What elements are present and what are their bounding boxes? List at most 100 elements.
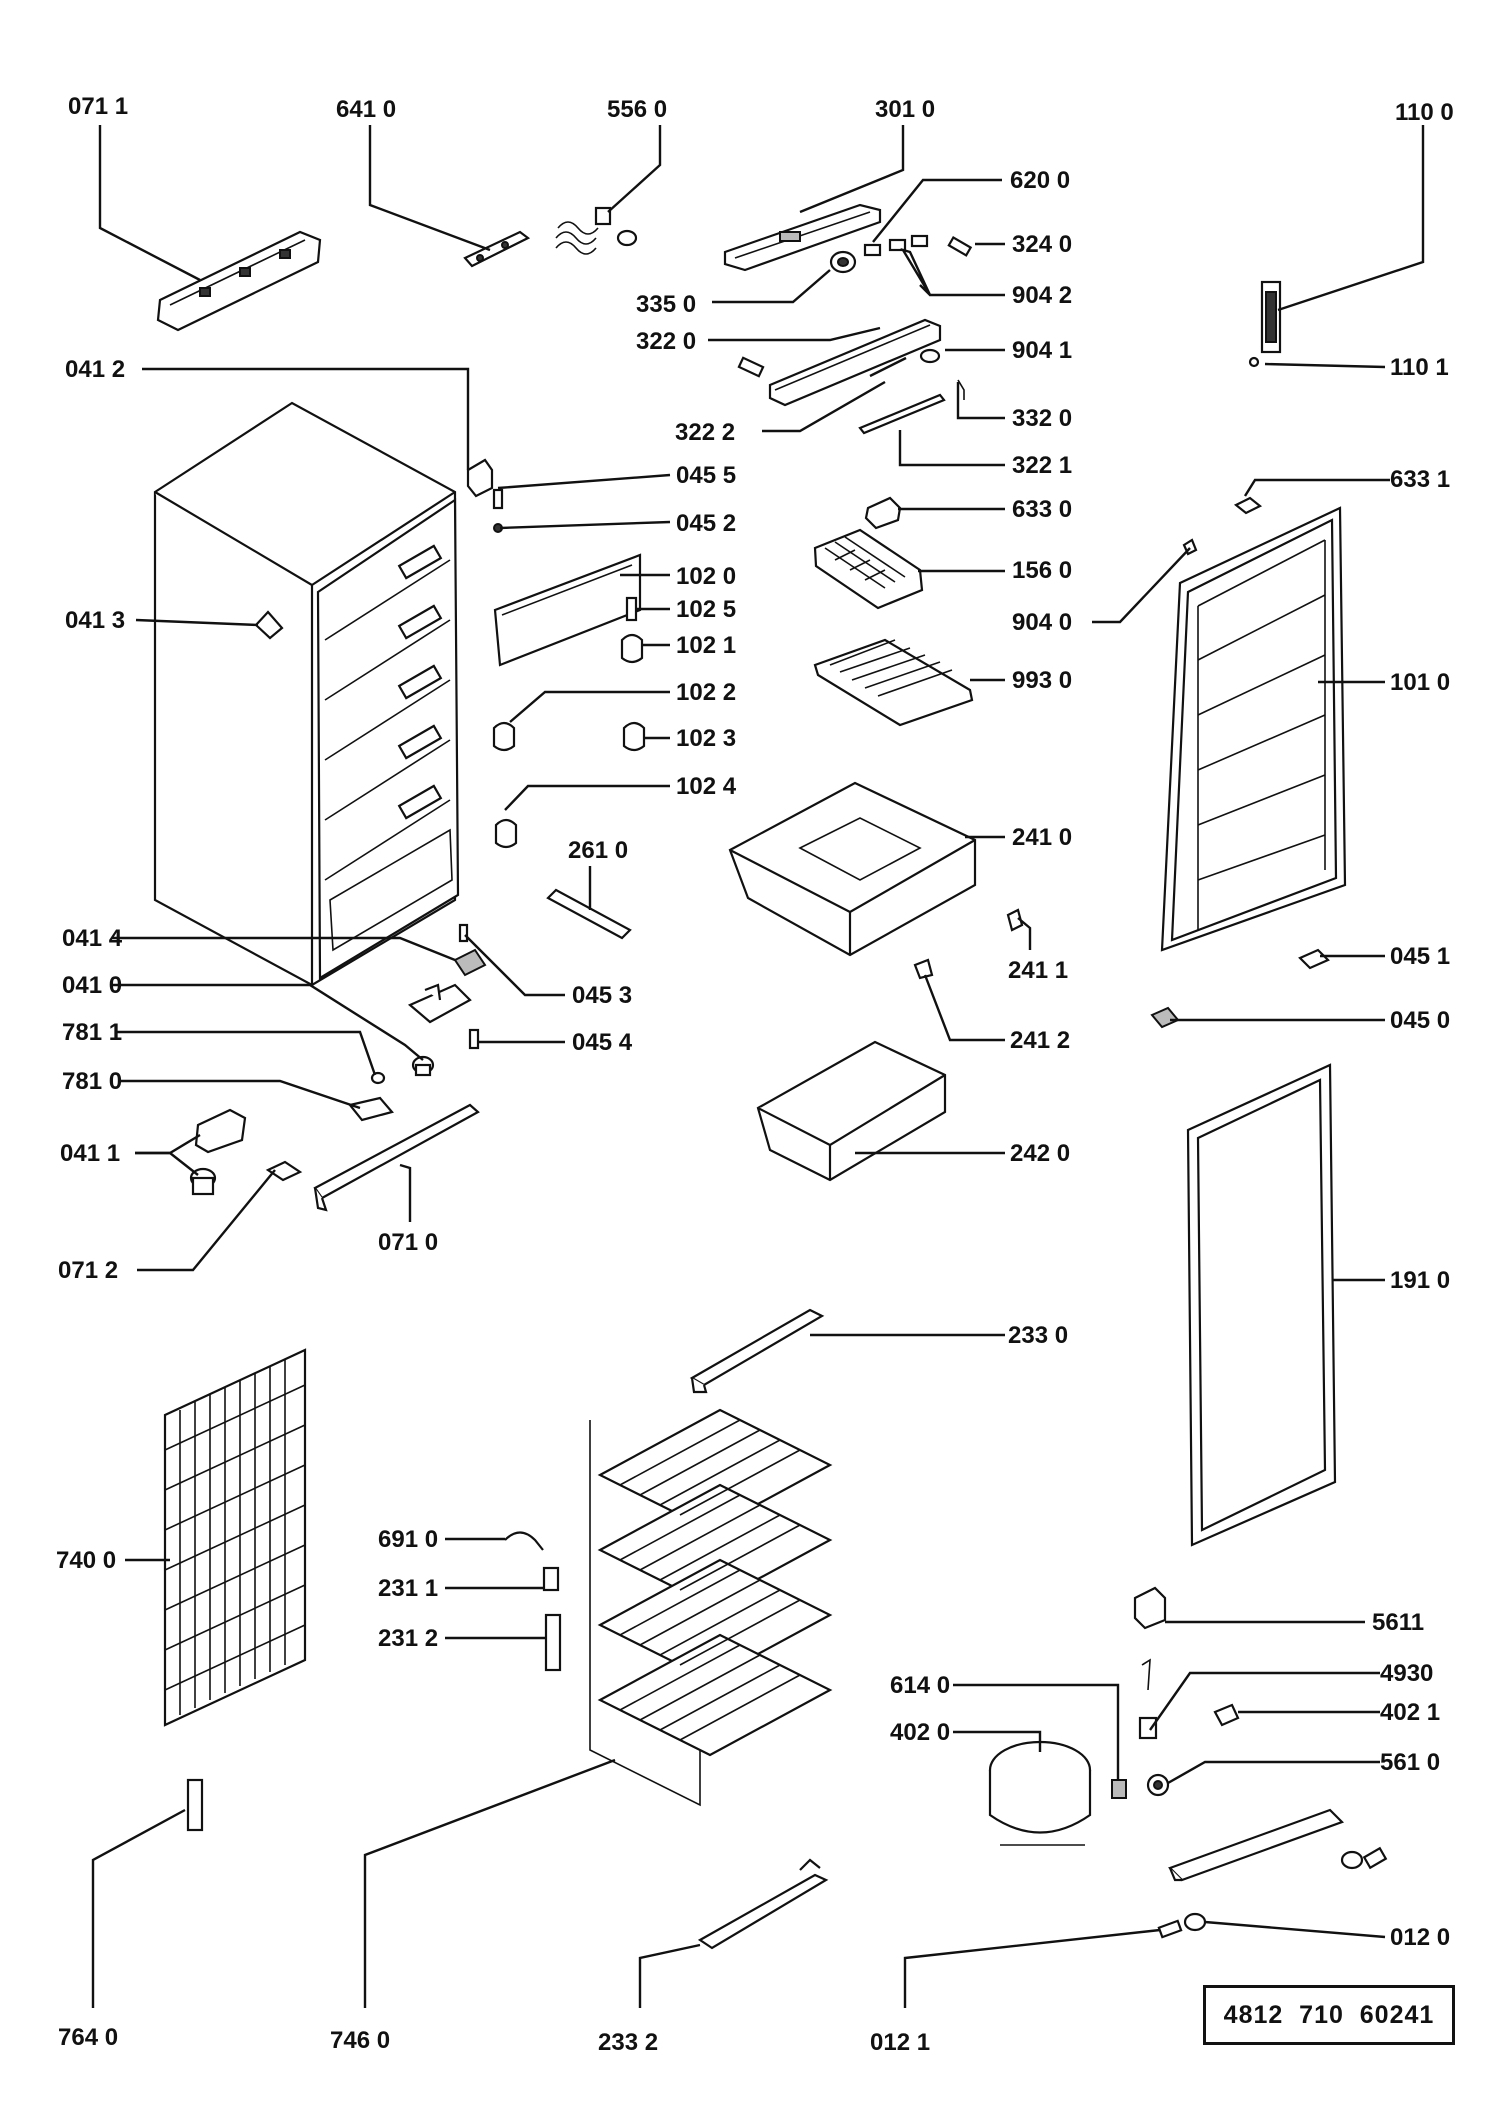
part-2332-rail bbox=[697, 1858, 829, 1950]
label-7640: 764 0 bbox=[58, 2024, 118, 2051]
part-0120-grommet bbox=[1183, 1846, 1388, 1932]
label-9040: 904 0 bbox=[1012, 609, 1072, 636]
label-3240: 324 0 bbox=[1012, 231, 1072, 258]
part-1024-clip bbox=[494, 818, 518, 849]
part-2312-stop bbox=[544, 1613, 562, 1672]
part-5611-relay-cover bbox=[1133, 1586, 1167, 1630]
part-1560-ice-tray bbox=[813, 528, 924, 610]
label-0455: 045 5 bbox=[676, 462, 736, 489]
label-3320: 332 0 bbox=[1012, 405, 1072, 432]
label-6140: 614 0 bbox=[890, 1672, 950, 1699]
part-0450-clip bbox=[1150, 1006, 1180, 1029]
part-1025-pin bbox=[625, 596, 638, 622]
part-2330-rail bbox=[689, 1308, 825, 1394]
label-2330: 233 0 bbox=[1008, 1322, 1068, 1349]
part-1022-clip bbox=[492, 721, 516, 752]
label-4930: 4930 bbox=[1380, 1660, 1433, 1687]
label-0712: 071 2 bbox=[58, 1257, 118, 1284]
label-0452: 045 2 bbox=[676, 510, 736, 537]
part-0455-screw bbox=[492, 488, 504, 510]
part-9041-disc bbox=[919, 348, 941, 364]
part-3220-profile bbox=[737, 318, 942, 407]
label-2410: 241 0 bbox=[1012, 824, 1072, 851]
part-3350-knob bbox=[829, 250, 857, 274]
label-7810: 781 0 bbox=[62, 1068, 122, 1095]
label-6331: 633 1 bbox=[1390, 466, 1450, 493]
label-2420: 242 0 bbox=[1010, 1140, 1070, 1167]
part-0712-spacer bbox=[265, 1160, 303, 1182]
label-1560: 156 0 bbox=[1012, 557, 1072, 584]
part-0413-side-clip bbox=[254, 610, 284, 640]
label-6910: 691 0 bbox=[378, 1526, 438, 1553]
part-6200-lamp bbox=[863, 234, 929, 257]
label-7460: 746 0 bbox=[330, 2027, 390, 2054]
label-6200: 620 0 bbox=[1010, 167, 1070, 194]
part-7400-condenser bbox=[163, 1348, 307, 1727]
part-1023-clip bbox=[622, 721, 646, 752]
part-1100-hinge bbox=[1260, 280, 1282, 354]
label-0411: 041 1 bbox=[60, 1140, 120, 1167]
label-5560: 556 0 bbox=[607, 96, 667, 123]
label-0120: 012 0 bbox=[1390, 1924, 1450, 1951]
part-0410-foot bbox=[411, 1055, 435, 1077]
part-2420-drawer bbox=[756, 1040, 947, 1182]
part-3221-strip bbox=[858, 393, 946, 435]
part-compressor-base bbox=[1167, 1808, 1345, 1882]
part-5610-grommet bbox=[1146, 1773, 1170, 1797]
label-0454: 045 4 bbox=[572, 1029, 633, 1056]
part-0414-hinge bbox=[453, 948, 487, 977]
part-0451-clip bbox=[1298, 948, 1330, 970]
part-cabinet bbox=[153, 401, 460, 987]
part-9930-grid-tray bbox=[813, 638, 974, 727]
label-1023: 102 3 bbox=[676, 725, 736, 752]
label-1021: 102 1 bbox=[676, 632, 736, 659]
catalog-number-box: 4812 710 60241 bbox=[1203, 1985, 1455, 2045]
part-1101-pin bbox=[1248, 356, 1260, 368]
label-1022: 102 2 bbox=[676, 679, 736, 706]
part-0453-screw bbox=[458, 923, 469, 943]
label-0414: 041 4 bbox=[62, 925, 123, 952]
label-0412: 041 2 bbox=[65, 356, 125, 383]
label-3222: 322 2 bbox=[675, 419, 735, 446]
label-0450: 045 0 bbox=[1390, 1007, 1450, 1034]
label-0121: 012 1 bbox=[870, 2029, 930, 2056]
leader-lines bbox=[91, 125, 1425, 2008]
part-6330-switch bbox=[864, 496, 902, 530]
part-4930-relay bbox=[1138, 1658, 1158, 1740]
part-0411-hinge bbox=[189, 1108, 247, 1196]
label-0410: 041 0 bbox=[62, 972, 122, 999]
part-2411-clip bbox=[1006, 908, 1024, 932]
label-5611: 5611 bbox=[1372, 1609, 1424, 1636]
label-2610: 261 0 bbox=[568, 837, 628, 864]
part-2410-drawer bbox=[728, 781, 977, 957]
part-3222-rod bbox=[869, 356, 907, 378]
part-1910-gasket bbox=[1186, 1063, 1337, 1547]
label-3221: 322 1 bbox=[1012, 452, 1072, 479]
label-1010: 101 0 bbox=[1390, 669, 1450, 696]
label-2411: 241 1 bbox=[1008, 957, 1068, 984]
label-9930: 993 0 bbox=[1012, 667, 1072, 694]
label-3220: 322 0 bbox=[636, 328, 696, 355]
label-1101: 110 1 bbox=[1390, 354, 1449, 381]
part-4021-clip bbox=[1213, 1703, 1240, 1727]
part-6910-clip bbox=[504, 1531, 544, 1551]
label-4021: 402 1 bbox=[1380, 1699, 1440, 1726]
part-7640-drier bbox=[186, 1778, 204, 1832]
part-7810-foot bbox=[348, 1096, 394, 1122]
label-2312: 231 2 bbox=[378, 1625, 438, 1652]
part-0710-bottom-rail bbox=[313, 1103, 480, 1212]
part-1020-trim bbox=[493, 553, 642, 667]
label-7811: 781 1 bbox=[62, 1019, 122, 1046]
label-6410: 641 0 bbox=[336, 96, 396, 123]
part-6331-tab bbox=[1233, 496, 1263, 515]
part-1021-clip bbox=[620, 633, 644, 664]
label-2412: 241 2 bbox=[1010, 1027, 1070, 1054]
label-0711: 071 1 bbox=[68, 93, 128, 120]
part-0412-top-hinge bbox=[466, 458, 494, 498]
part-0711-top-bracket bbox=[156, 230, 322, 332]
label-6330: 633 0 bbox=[1012, 496, 1072, 523]
label-2311: 231 1 bbox=[378, 1575, 438, 1602]
part-0454-screw bbox=[468, 1028, 480, 1050]
label-0453: 045 3 bbox=[572, 982, 632, 1009]
part-6410-plate bbox=[463, 230, 531, 268]
